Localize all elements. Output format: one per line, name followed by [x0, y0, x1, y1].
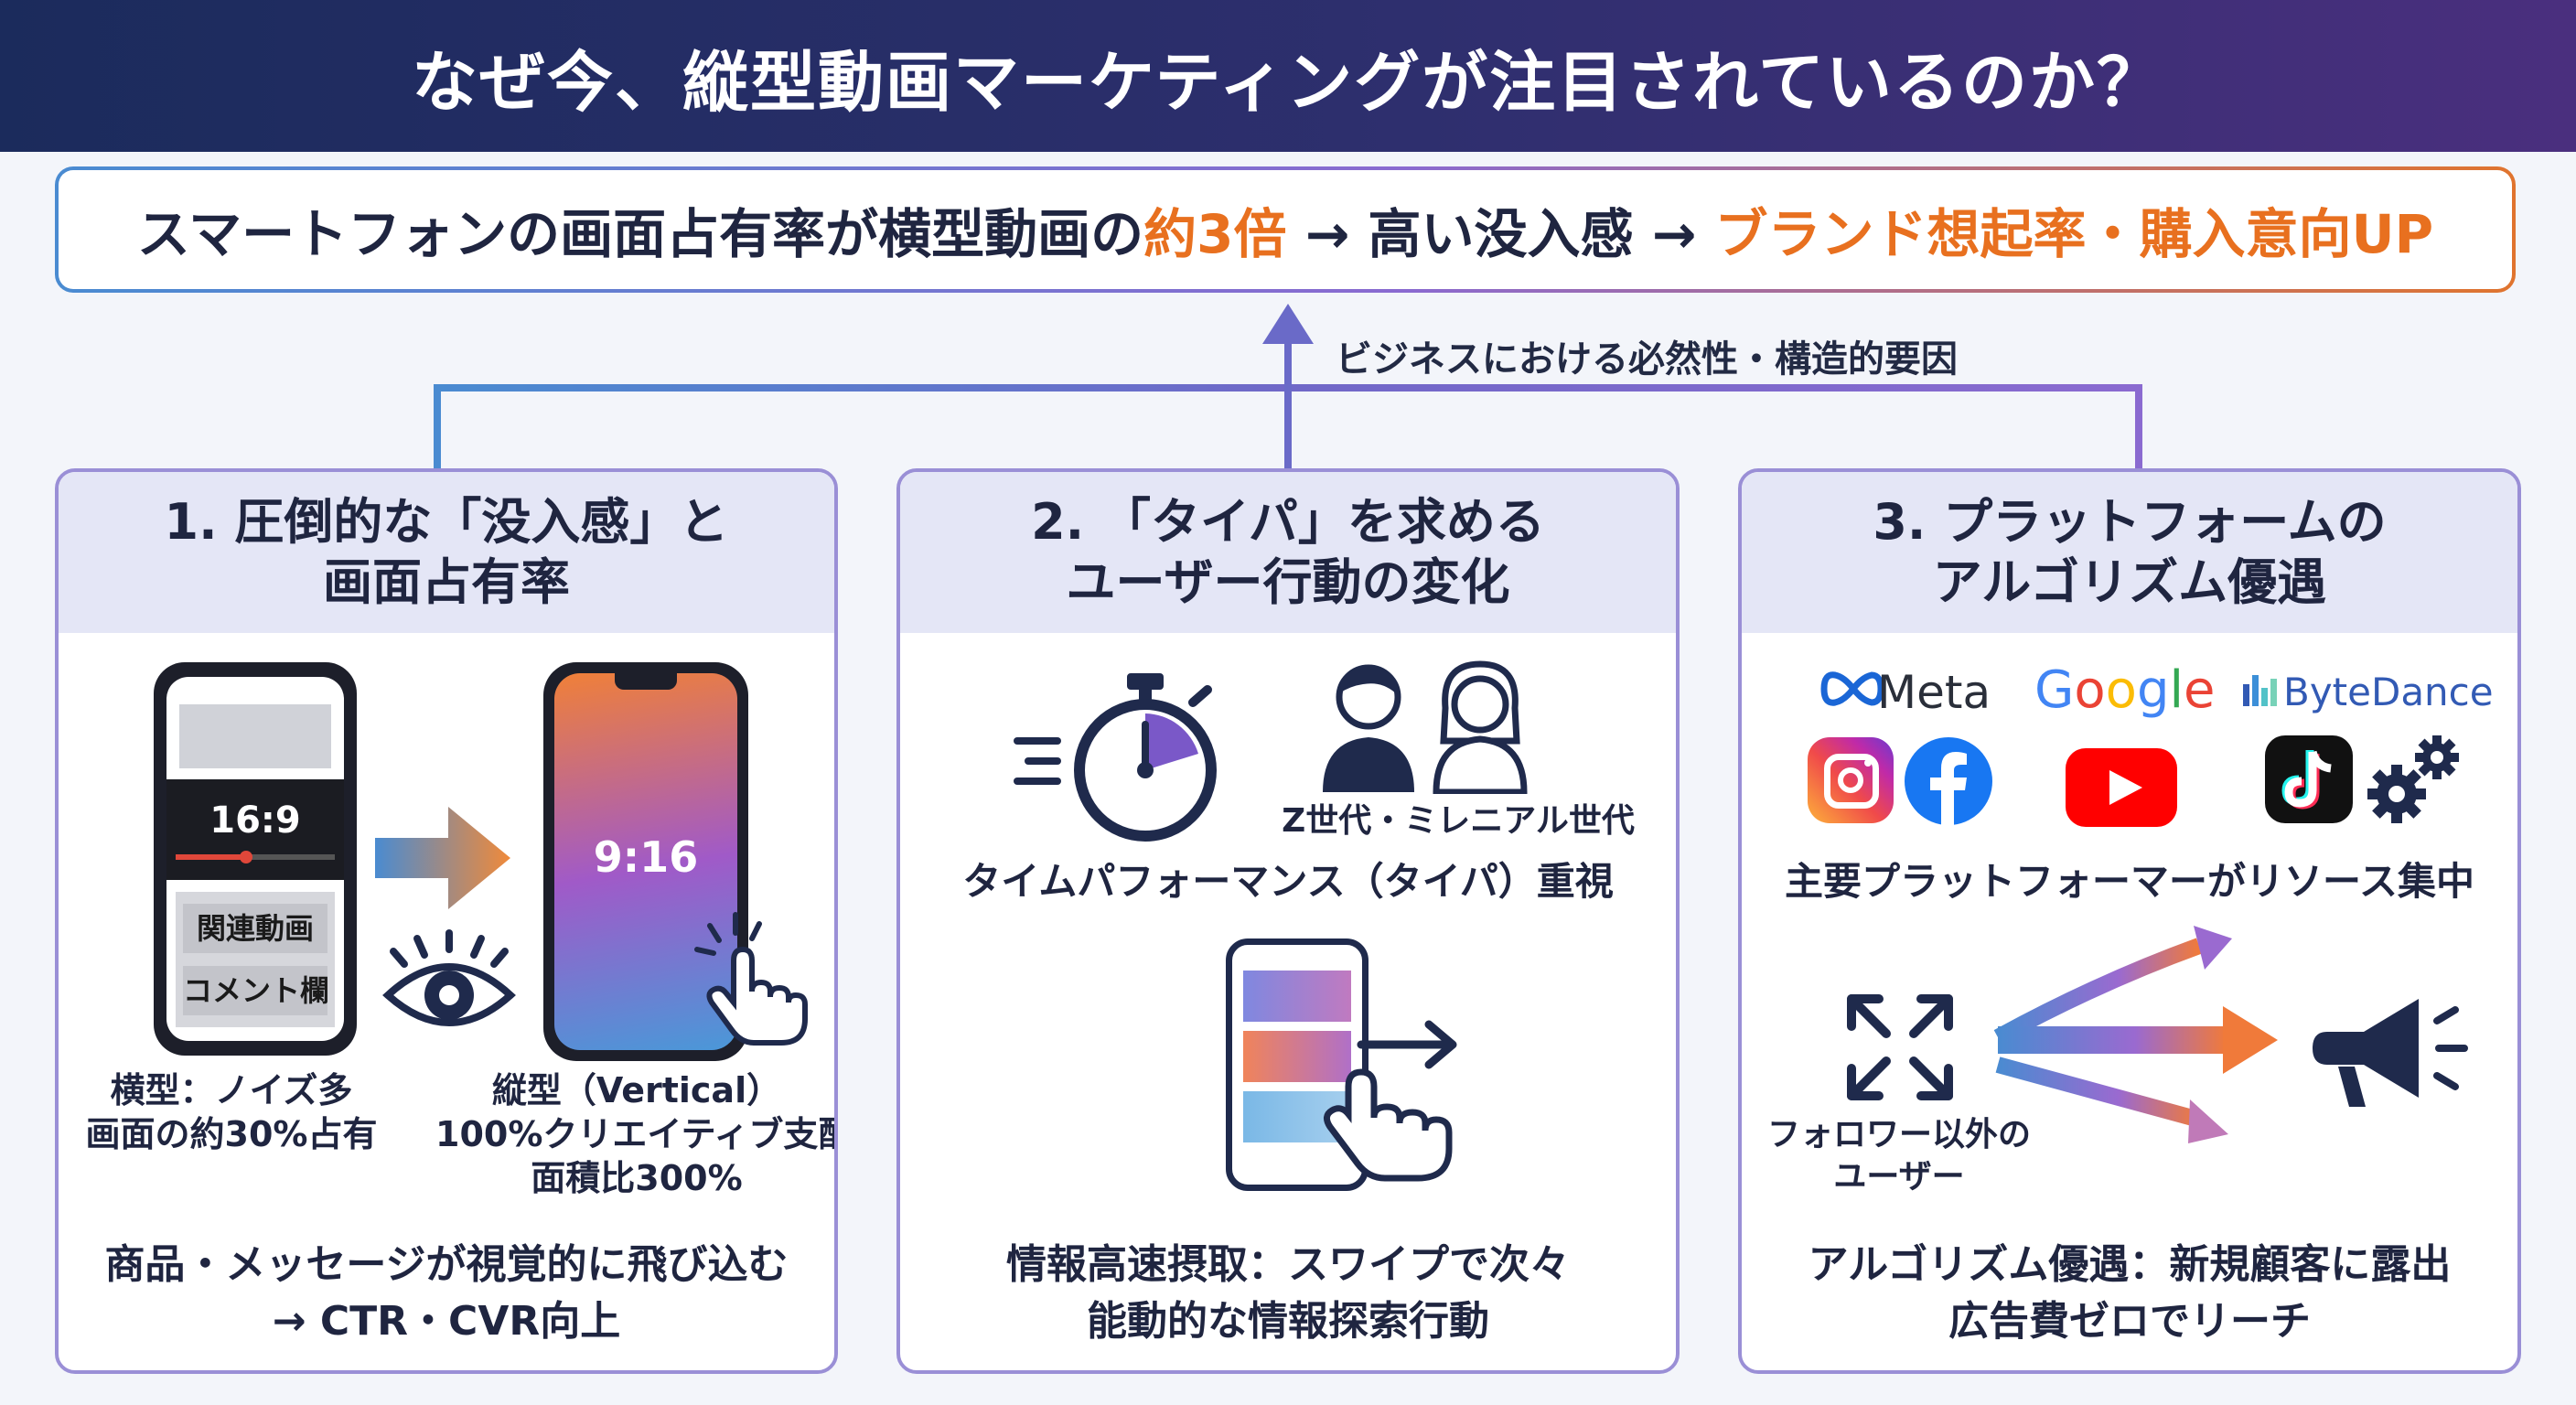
card-2-header: 2. 「タイパ」を求める ユーザー行動の変化 — [900, 472, 1676, 633]
swipe-hand-icon — [1324, 1020, 1457, 1182]
card-3-footer-line1: アルゴリズム優遇：新規顧客に露出 — [1808, 1241, 2452, 1288]
summary-highlight-ratio: 約3倍 — [1143, 203, 1287, 265]
tiktok-icon — [2265, 735, 2353, 823]
vertical-caption-line2: 100%クリエイティブ支配 — [435, 1114, 838, 1154]
vertical-caption-line3: 面積比300% — [531, 1158, 743, 1198]
eye-icon — [382, 929, 516, 1026]
card-2-title-line2: ユーザー行動の変化 — [1066, 553, 1510, 611]
card-2-footer-line2: 能動的な情報探索行動 — [1087, 1298, 1489, 1345]
card-2-footer-line1: 情報高速摂取：スワイプで次々 — [1006, 1241, 1570, 1288]
reach-arrows-icon — [1993, 926, 2278, 1143]
meta-infinity-icon — [1820, 671, 1883, 706]
right-arrow-icon — [375, 807, 510, 909]
generation-label: Z世代・ミレニアル世代 — [1282, 802, 1635, 840]
landscape-caption-line1: 横型：ノイズ多 — [110, 1070, 353, 1110]
follower-caption-line1: フォロワー以外の — [1766, 1116, 2031, 1153]
follower-caption-line2: ユーザー — [1833, 1158, 1965, 1196]
landscape-phone: 16:9 関連動画 コメント欄 — [154, 662, 357, 1056]
card-1-title-line1: 1. 圧倒的な「没入感」と — [164, 493, 729, 552]
megaphone-icon — [2313, 999, 2468, 1107]
card-2-footer: 情報高速摂取：スワイプで次々 能動的な情報探索行動 — [900, 1237, 1676, 1350]
tap-hand-icon — [694, 912, 808, 1046]
card-taipa: 2. 「タイパ」を求める ユーザー行動の変化 Z世代・ミレニアル世代 タイムパフ… — [896, 468, 1680, 1374]
title-banner: なぜ今、縦型動画マーケティングが注目されているのか？ — [0, 0, 2576, 152]
summary-part1: スマートフォンの画面占有率が横型動画の — [136, 203, 1144, 265]
card-1-footer: 商品・メッセージが視覚的に飛び込む → CTR・CVR向上 — [59, 1237, 834, 1350]
taipa-label: タイムパフォーマンス（タイパ）重視 — [962, 859, 1614, 904]
card-1-header: 1. 圧倒的な「没入感」と 画面占有率 — [59, 472, 834, 633]
google-logo: Google — [2034, 660, 2216, 720]
vertical-caption: 縦型（Vertical） 100%クリエイティブ支配 面積比300% — [435, 1068, 838, 1200]
page-title: なぜ今、縦型動画マーケティングが注目されているのか？ — [411, 43, 2165, 121]
landscape-caption-line2: 画面の約30%占有 — [85, 1114, 378, 1154]
facebook-icon — [1905, 737, 1992, 825]
summary-box: スマートフォンの画面占有率が横型動画の 約3倍 → 高い没入感 → ブランド想起… — [55, 166, 2516, 293]
card-immersion: 1. 圧倒的な「没入感」と 画面占有率 16:9 関連動画 コメント欄 — [55, 468, 838, 1374]
vertical-caption-line1: 縦型（Vertical） — [491, 1070, 782, 1110]
comments-label: コメント欄 — [183, 966, 329, 1015]
ratio-16-9-label: 16:9 — [209, 799, 301, 842]
people-icon — [1323, 660, 1528, 794]
card-3-footer-line2: 広告費ゼロでリーチ — [1948, 1298, 2311, 1345]
instagram-icon — [1808, 737, 1894, 823]
swipe-phone — [1226, 938, 1368, 1191]
follower-caption: フォロワー以外の ユーザー — [1753, 1114, 2045, 1198]
card-1-footer-line1: 商品・メッセージが視覚的に飛び込む — [104, 1241, 789, 1288]
card-3-footer: アルゴリズム優遇：新規顧客に露出 広告費ゼロでリーチ — [1742, 1237, 2517, 1350]
summary-part2: → 高い没入感 → — [1286, 203, 1715, 265]
expand-arrows-icon — [1847, 994, 1953, 1100]
stopwatch-icon — [1014, 673, 1217, 842]
card-1-footer-line2: → CTR・CVR向上 — [272, 1298, 621, 1345]
related-videos-label: 関連動画 — [183, 904, 327, 953]
bytedance-bars-icon — [2243, 675, 2277, 706]
landscape-caption: 横型：ノイズ多 画面の約30%占有 — [80, 1068, 382, 1156]
card-2-title-line1: 2. 「タイパ」を求める — [1031, 493, 1545, 552]
summary-text: スマートフォンの画面占有率が横型動画の 約3倍 → 高い没入感 → ブランド想起… — [59, 170, 2512, 289]
card-1-title-line2: 画面占有率 — [323, 553, 570, 611]
youtube-icon — [2066, 748, 2177, 827]
summary-highlight-brand: ブランド想起率・購入意向UP — [1714, 203, 2434, 265]
ratio-9-16-label: 9:16 — [593, 832, 699, 882]
card-algorithm: 3. プラットフォームの アルゴリズム優遇 Meta Google ByteDa… — [1738, 468, 2521, 1374]
gears-icon — [2367, 735, 2459, 823]
connector-lines — [434, 304, 2142, 468]
card-3-title-line1: 3. プラットフォームの — [1873, 493, 2387, 552]
bytedance-logo-text: ByteDance — [2283, 670, 2494, 714]
card-3-header: 3. プラットフォームの アルゴリズム優遇 — [1742, 472, 2517, 633]
meta-logo-text: Meta — [1877, 666, 1991, 719]
card-3-title-line2: アルゴリズム優遇 — [1932, 553, 2327, 611]
connector-label: ビジネスにおける必然性・構造的要因 — [1336, 338, 1958, 381]
platform-caption: 主要プラットフォーマーがリソース集中 — [1785, 859, 2474, 904]
